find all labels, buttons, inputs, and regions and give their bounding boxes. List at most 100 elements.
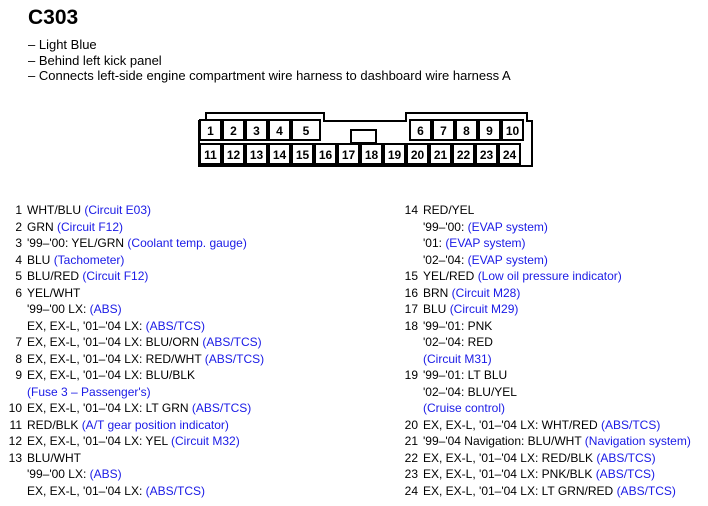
connection-note: – Connects left-side engine compartment … bbox=[28, 68, 511, 83]
pin-number: 2 bbox=[15, 219, 22, 234]
pin-description: EX, EX-L, '01–'04 LX: PNK/BLK (ABS/TCS) bbox=[423, 466, 703, 483]
pin-cell-24 bbox=[498, 143, 521, 165]
wire-info: EX, EX-L, '01–'04 LX: RED/WHT bbox=[27, 351, 205, 366]
pin-number: 4 bbox=[15, 252, 22, 267]
pin-cell-20 bbox=[406, 143, 429, 165]
pin-number: 9 bbox=[15, 368, 22, 382]
pin-line: YEL/RED (Low oil pressure indicator) bbox=[423, 268, 703, 285]
circuit-reference: (Circuit M32) bbox=[171, 434, 240, 448]
pin-line: '99–'00: YEL/GRN (Coolant temp. gauge) bbox=[27, 235, 362, 252]
wire-info: BRN bbox=[423, 285, 452, 300]
pin-line: EX, EX-L, '01–'04 LX: BLU/BLK bbox=[27, 367, 362, 384]
pin-entry-14: 14 RED/YEL'99–'00: (EVAP system)'01: (EVA… bbox=[398, 202, 703, 268]
wire-info: BLU/RED bbox=[27, 269, 83, 283]
connector-latch bbox=[350, 129, 377, 144]
pin-cell-10 bbox=[501, 119, 524, 141]
pin-entry-19: 19'99–'01: LT BLU'02–'04: BLU/YEL(Cruise… bbox=[398, 367, 703, 417]
wire-info: EX, EX-L, '01–'04 LX: YEL bbox=[27, 434, 172, 448]
pin-cell-21 bbox=[429, 143, 452, 165]
pin-description: '99–'00: YEL/GRN (Coolant temp. gauge) bbox=[27, 235, 362, 252]
pin-description: YEL/RED (Low oil pressure indicator) bbox=[423, 268, 703, 285]
circuit-reference: (ABS/TCS) bbox=[595, 467, 656, 481]
pin-line: RED/BLK (A/T gear position indicator) bbox=[27, 417, 362, 434]
pin-line: EX, EX-L, '01–'04 LX: BLU/ORN (ABS/TCS) bbox=[27, 334, 362, 351]
pin-number: 14 bbox=[404, 203, 418, 217]
pin-line: '99–'00: (EVAP system) bbox=[423, 219, 703, 236]
pin-number-12: 12 bbox=[227, 148, 241, 162]
wire-info: '02–'04: bbox=[423, 252, 468, 267]
circuit-reference: (Circuit E03) bbox=[84, 203, 152, 217]
pin-number-8: 8 bbox=[463, 124, 470, 138]
wire-info: '99–'00: YEL/GRN bbox=[27, 236, 128, 250]
pin-number: 7 bbox=[15, 335, 22, 349]
circuit-reference: (Circuit M31) bbox=[423, 351, 492, 366]
wire-info: '02–'04: RED bbox=[423, 335, 493, 349]
wire-info: BLU bbox=[27, 252, 54, 267]
pin-line: BLU (Tachometer) bbox=[27, 252, 362, 269]
pin-line: (Circuit M31) bbox=[423, 351, 703, 368]
circuit-reference: (Circuit M28) bbox=[451, 285, 521, 300]
pin-line: BLU (Circuit M29) bbox=[423, 301, 703, 318]
pin-number: 13 bbox=[8, 450, 22, 465]
pin-description: YEL/WHT'99–'00 LX: (ABS)EX, EX-L, '01–'0… bbox=[27, 285, 362, 335]
wire-info: YEL/WHT bbox=[27, 285, 81, 300]
pin-line: EX, EX-L, '01–'04 LX: RED/WHT (ABS/TCS) bbox=[27, 351, 362, 368]
circuit-reference: (ABS/TCS) bbox=[145, 483, 205, 498]
pin-line: '01: (EVAP system) bbox=[423, 235, 703, 252]
pin-description: RED/YEL'99–'00: (EVAP system)'01: (EVAP … bbox=[423, 202, 703, 268]
wire-info: '99–'00 LX: bbox=[27, 302, 90, 316]
pin-line: EX, EX-L, '01–'04 LX: LT GRN (ABS/TCS) bbox=[27, 400, 362, 417]
pin-cell-9 bbox=[478, 119, 501, 141]
pin-number: 20 bbox=[404, 417, 418, 432]
pin-number-24: 24 bbox=[503, 148, 517, 162]
pin-number: 5 bbox=[15, 269, 22, 283]
pin-cell-16 bbox=[314, 143, 337, 165]
pin-line: EX, EX-L, '01–'04 LX: YEL (Circuit M32) bbox=[27, 433, 362, 450]
pin-number: 10 bbox=[8, 401, 22, 415]
pin-description: EX, EX-L, '01–'04 LX: BLU/BLK(Fuse 3 – P… bbox=[27, 367, 362, 400]
pin-line: EX, EX-L, '01–'04 LX: (ABS/TCS) bbox=[27, 318, 362, 335]
wire-info: GRN bbox=[27, 219, 57, 234]
pin-cell-22 bbox=[452, 143, 475, 165]
pin-number-3: 3 bbox=[253, 124, 260, 138]
pin-entry-5: 5 BLU/RED (Circuit F12) bbox=[2, 268, 362, 285]
pin-entry-4: 4 BLU (Tachometer) bbox=[2, 252, 362, 269]
pin-list-right: 14 RED/YEL'99–'00: (EVAP system)'01: (EVA… bbox=[398, 202, 703, 499]
wire-info: EX, EX-L, '01–'04 LX: BLU/ORN bbox=[27, 335, 203, 349]
wire-info: BLU bbox=[423, 302, 450, 316]
wire-info: EX, EX-L, '01–'04 LX: PNK/BLK bbox=[423, 467, 596, 481]
circuit-reference: (Circuit M29) bbox=[449, 302, 519, 316]
pin-number: 6 bbox=[15, 285, 22, 300]
color-note: – Light Blue bbox=[28, 37, 97, 52]
pin-cell-17 bbox=[337, 143, 360, 165]
circuit-reference: (ABS/TCS) bbox=[616, 483, 676, 498]
pin-description: GRN (Circuit F12) bbox=[27, 219, 362, 236]
wire-info: EX, EX-L, '01–'04 LX: WHT/RED bbox=[423, 417, 601, 432]
pin-number: 21 bbox=[404, 434, 418, 448]
pin-line: '02–'04: BLU/YEL bbox=[423, 384, 703, 401]
pin-number-4: 4 bbox=[276, 124, 283, 138]
pin-number-16: 16 bbox=[319, 148, 333, 162]
pin-number-5: 5 bbox=[303, 124, 310, 138]
circuit-reference: (ABS/TCS) bbox=[596, 450, 656, 465]
pin-description: BLU/WHT'99–'00 LX: (ABS)EX, EX-L, '01–'0… bbox=[27, 450, 362, 500]
wire-info: EX, EX-L, '01–'04 LX: LT GRN/RED bbox=[423, 483, 617, 498]
pin-entry-3: 3'99–'00: YEL/GRN (Coolant temp. gauge) bbox=[2, 235, 362, 252]
pin-line: BLU/RED (Circuit F12) bbox=[27, 268, 362, 285]
pin-description: EX, EX-L, '01–'04 LX: RED/BLK (ABS/TCS) bbox=[423, 450, 703, 467]
pin-line: '02–'04: RED bbox=[423, 334, 703, 351]
pin-description: EX, EX-L, '01–'04 LX: LT GRN (ABS/TCS) bbox=[27, 400, 362, 417]
pin-number-17: 17 bbox=[342, 148, 356, 162]
pin-line: (Cruise control) bbox=[423, 400, 703, 417]
pin-line: EX, EX-L, '01–'04 LX: WHT/RED (ABS/TCS) bbox=[423, 417, 703, 434]
pin-number-23: 23 bbox=[480, 148, 494, 162]
pin-line: WHT/BLU (Circuit E03) bbox=[27, 202, 362, 219]
circuit-reference: (Low oil pressure indicator) bbox=[477, 269, 622, 283]
pin-number-1: 1 bbox=[207, 124, 214, 138]
pin-number-2: 2 bbox=[230, 124, 237, 138]
